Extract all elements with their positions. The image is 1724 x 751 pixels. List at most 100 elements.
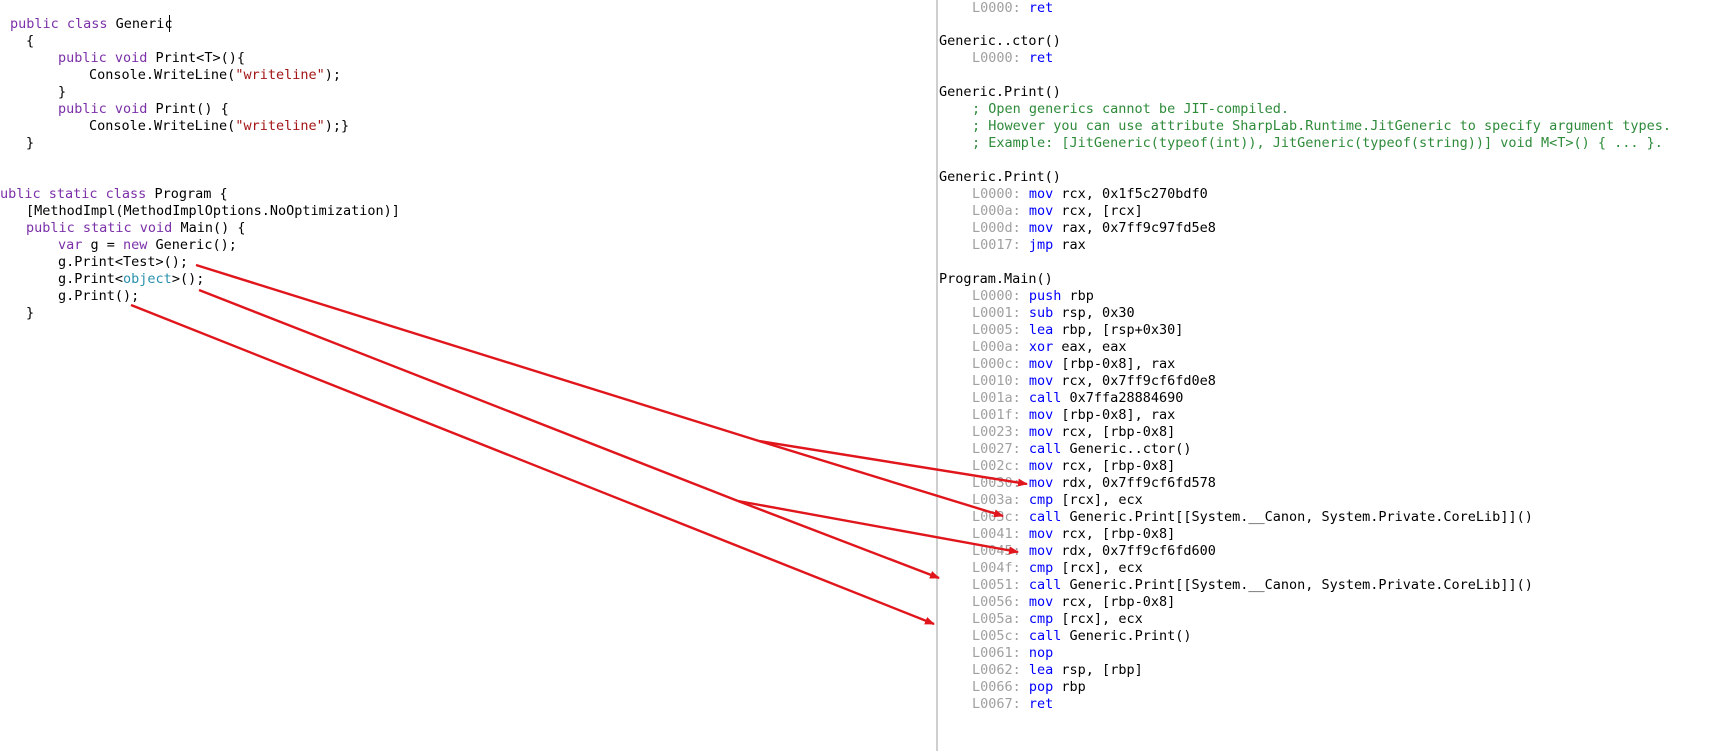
source-code-token: Print<T>(){ <box>155 50 245 66</box>
source-code-line: public void Print() { <box>58 101 229 118</box>
asm-token: [rcx], ecx <box>1061 560 1143 576</box>
asm-token: ret <box>1028 50 1054 66</box>
asm-token: L001f: <box>972 407 1029 423</box>
asm-token: L002c: <box>972 458 1029 474</box>
asm-line: Generic.Print() <box>939 169 1061 186</box>
source-code-token: ublic static class <box>0 186 155 202</box>
asm-line: L003a: cmp [rcx], ecx <box>972 492 1143 509</box>
asm-token: L0045: <box>972 543 1029 559</box>
asm-token: call <box>1028 509 1070 525</box>
asm-token: lea <box>1028 322 1062 338</box>
source-code-token: Generic <box>115 16 173 32</box>
asm-line: L0067: ret <box>972 696 1053 713</box>
asm-token: rsp, 0x30 <box>1061 305 1135 321</box>
asm-line: L0045: mov rdx, 0x7ff9cf6fd600 <box>972 543 1216 560</box>
asm-line: ; Open generics cannot be JIT-compiled. <box>972 101 1289 118</box>
source-code-line: Console.WriteLine("writeline"); <box>89 67 341 84</box>
asm-token: L0001: <box>972 305 1029 321</box>
source-code-line: { <box>26 33 34 50</box>
asm-token: cmp <box>1028 611 1062 627</box>
asm-line: L0000: mov rcx, 0x1f5c270bdf0 <box>972 186 1208 203</box>
source-code-token: public static void <box>26 220 181 236</box>
asm-token: rdx, 0x7ff9cf6fd578 <box>1061 475 1216 491</box>
source-code-token: new <box>123 237 156 253</box>
asm-token: Generic.Print() <box>939 169 1061 185</box>
asm-token: mov <box>1028 543 1062 559</box>
asm-token: rcx, 0x1f5c270bdf0 <box>1061 186 1208 202</box>
asm-line: ; However you can use attribute SharpLab… <box>972 118 1671 135</box>
asm-line: L0061: nop <box>972 645 1053 662</box>
asm-token: mov <box>1028 220 1062 236</box>
asm-token: jmp <box>1028 237 1062 253</box>
asm-line: L000d: mov rax, 0x7ff9c97fd5e8 <box>972 220 1216 237</box>
asm-line: Program.Main() <box>939 271 1053 288</box>
source-code-token: Console.WriteLine( <box>89 118 236 134</box>
asm-token: L0005: <box>972 322 1029 338</box>
source-code-token: Console.WriteLine( <box>89 67 236 83</box>
asm-line: L0005: lea rbp, [rsp+0x30] <box>972 322 1183 339</box>
source-code-line: } <box>26 135 34 152</box>
source-code-line: } <box>26 305 34 322</box>
asm-token: L003a: <box>972 492 1029 508</box>
source-code-line: } <box>58 84 66 101</box>
asm-line: L000c: mov [rbp-0x8], rax <box>972 356 1175 373</box>
source-code-token: >(); <box>171 271 205 287</box>
source-code-token: g.Print(); <box>58 288 140 304</box>
asm-line: L0001: sub rsp, 0x30 <box>972 305 1135 322</box>
asm-token: call <box>1028 390 1070 406</box>
asm-line: L0000: push rbp <box>972 288 1094 305</box>
asm-token: L0030: <box>972 475 1029 491</box>
source-code-token: g.Print< <box>58 271 124 287</box>
asm-token: [rcx], ecx <box>1061 611 1143 627</box>
asm-line: L0010: mov rcx, 0x7ff9cf6fd0e8 <box>972 373 1216 390</box>
asm-token: L0000: <box>972 288 1029 304</box>
asm-line: Generic.Print() <box>939 84 1061 101</box>
asm-token: mov <box>1028 203 1062 219</box>
asm-token: L0067: <box>972 696 1029 712</box>
asm-line: L0023: mov rcx, [rbp-0x8] <box>972 424 1175 441</box>
asm-line: L0062: lea rsp, [rbp] <box>972 662 1143 679</box>
source-code-token: var <box>58 237 91 253</box>
asm-line: L005c: call Generic.Print() <box>972 628 1191 645</box>
source-code-line: public class Generic <box>10 16 173 33</box>
asm-token: [rbp-0x8], rax <box>1061 407 1176 423</box>
source-code-token: object <box>123 271 172 287</box>
source-code-token: Print() { <box>155 101 229 117</box>
asm-token: sub <box>1028 305 1062 321</box>
pane-divider[interactable] <box>936 0 938 751</box>
asm-line: L0000: ret <box>972 50 1053 67</box>
source-code-line: ublic static class Program { <box>0 186 228 203</box>
asm-token: rbp <box>1061 679 1086 695</box>
asm-token: L003c: <box>972 509 1029 525</box>
asm-token: L004f: <box>972 560 1029 576</box>
source-code-token: g.Print<Test>(); <box>58 254 189 270</box>
asm-token: L0062: <box>972 662 1029 678</box>
asm-token: ; Open generics cannot be JIT-compiled. <box>972 101 1289 117</box>
asm-token: L0023: <box>972 424 1029 440</box>
source-code-token: { <box>26 33 35 49</box>
source-code-token: } <box>58 84 67 100</box>
asm-token: call <box>1028 577 1070 593</box>
asm-line: L0017: jmp rax <box>972 237 1086 254</box>
asm-line: L000a: mov rcx, [rcx] <box>972 203 1143 220</box>
source-code-line: public static void Main() { <box>26 220 245 237</box>
asm-token: rsp, [rbp] <box>1061 662 1143 678</box>
asm-token: L0000: <box>972 186 1029 202</box>
asm-token: L000a: <box>972 339 1029 355</box>
asm-token: mov <box>1028 594 1062 610</box>
asm-token: rcx, [rbp-0x8] <box>1061 458 1176 474</box>
asm-line: L0051: call Generic.Print[[System.__Cano… <box>972 577 1533 594</box>
source-code-token: Program { <box>154 186 228 202</box>
asm-token: mov <box>1028 424 1062 440</box>
asm-token: 0x7ffa28884690 <box>1069 390 1184 406</box>
asm-token: L000a: <box>972 203 1029 219</box>
text-caret <box>169 15 170 32</box>
asm-token: rbp <box>1069 288 1094 304</box>
asm-token: ; However you can use attribute SharpLab… <box>972 118 1671 134</box>
source-code-line: g.Print<object>(); <box>58 271 204 288</box>
source-code-editor[interactable]: public class Generic{public void Print<T… <box>0 0 936 751</box>
asm-line: L004f: cmp [rcx], ecx <box>972 560 1143 577</box>
source-code-token: "writeline" <box>235 118 325 134</box>
asm-token: L0066: <box>972 679 1029 695</box>
